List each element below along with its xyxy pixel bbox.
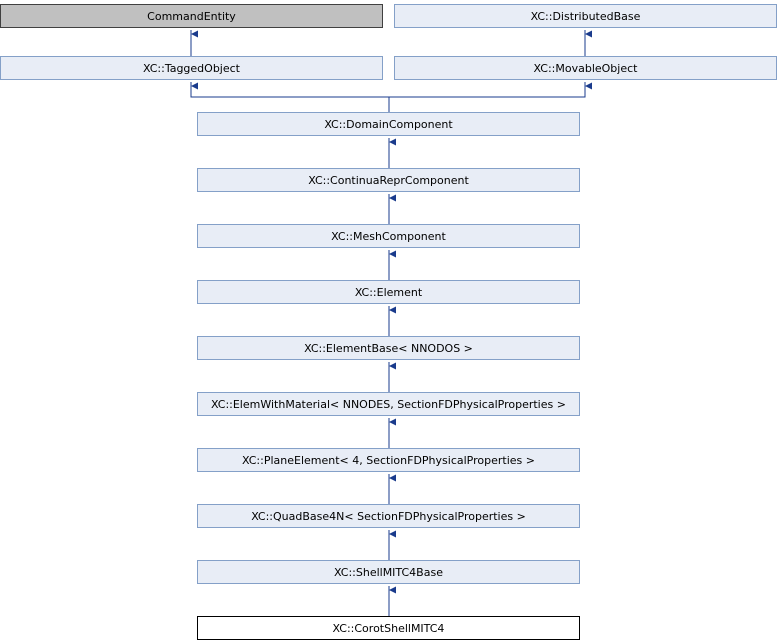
- class-node-meshcomponent[interactable]: XC::MeshComponent: [197, 224, 580, 248]
- class-node-domaincomponent[interactable]: XC::DomainComponent: [197, 112, 580, 136]
- class-node-quadbase4n[interactable]: XC::QuadBase4N< SectionFDPhysicalPropert…: [197, 504, 580, 528]
- class-node-movableobject[interactable]: XC::MovableObject: [394, 56, 777, 80]
- class-node-taggedobject[interactable]: XC::TaggedObject: [0, 56, 383, 80]
- class-node-elementbase[interactable]: XC::ElementBase< NNODOS >: [197, 336, 580, 360]
- class-node-corotshellmitc4: XC::CorotShellMITC4: [197, 616, 580, 640]
- edge-domaincomponent-to-tagged: [190, 82, 390, 112]
- class-node-elemwithmaterial[interactable]: XC::ElemWithMaterial< NNODES, SectionFDP…: [197, 392, 580, 416]
- edge-domaincomponent-to-movable: [389, 82, 592, 98]
- class-node-planeelement[interactable]: XC::PlaneElement< 4, SectionFDPhysicalPr…: [197, 448, 580, 472]
- class-node-distributedbase[interactable]: XC::DistributedBase: [394, 4, 777, 28]
- class-node-element[interactable]: XC::Element: [197, 280, 580, 304]
- class-node-commandentity[interactable]: CommandEntity: [0, 4, 383, 28]
- class-node-continuareprcomponent[interactable]: XC::ContinuaReprComponent: [197, 168, 580, 192]
- class-node-shellmitc4base[interactable]: XC::ShellMITC4Base: [197, 560, 580, 584]
